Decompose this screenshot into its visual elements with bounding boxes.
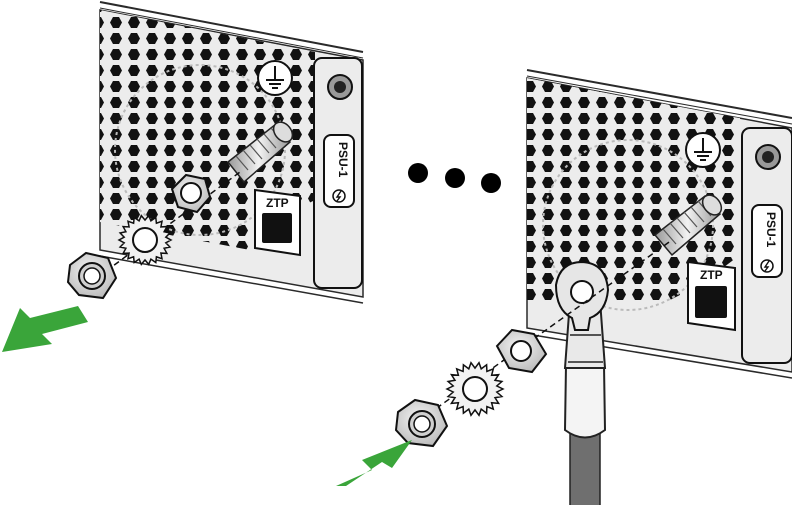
right-psu-label: PSU-1: [764, 212, 778, 248]
left-ground-stud: [226, 121, 294, 184]
left-psu-power-icon: [332, 189, 346, 203]
right-ztp-label: ZTP: [700, 268, 723, 282]
right-hex-nut-inner: [495, 328, 548, 374]
left-psu-label: PSU-1: [336, 142, 350, 178]
right-ground-symbol-icon: [685, 132, 721, 168]
left-ground-symbol-icon: [257, 60, 293, 96]
right-ztp-button: ZTP: [687, 260, 736, 332]
right-star-washer: [445, 361, 505, 417]
right-psu-module: PSU-1: [741, 127, 792, 364]
left-ztp-label: ZTP: [266, 196, 289, 210]
left-remove-arrow-icon: [2, 306, 88, 352]
right-install-arrow-icon: [336, 440, 412, 486]
ellipsis-dots: [408, 163, 501, 193]
left-ztp-button: ZTP: [254, 188, 301, 257]
left-hex-nut-outer: [66, 251, 118, 300]
left-star-washer: [117, 214, 173, 266]
right-vent-grille: [527, 78, 740, 305]
left-psu-panel: ZTP PSU-1: [99, 1, 364, 304]
right-hex-nut-outer: [394, 398, 449, 448]
right-psu-power-icon: [760, 259, 774, 273]
right-ground-stud: [653, 194, 723, 257]
left-psu-module: PSU-1: [313, 57, 363, 289]
left-hex-nut-inner: [170, 173, 212, 214]
